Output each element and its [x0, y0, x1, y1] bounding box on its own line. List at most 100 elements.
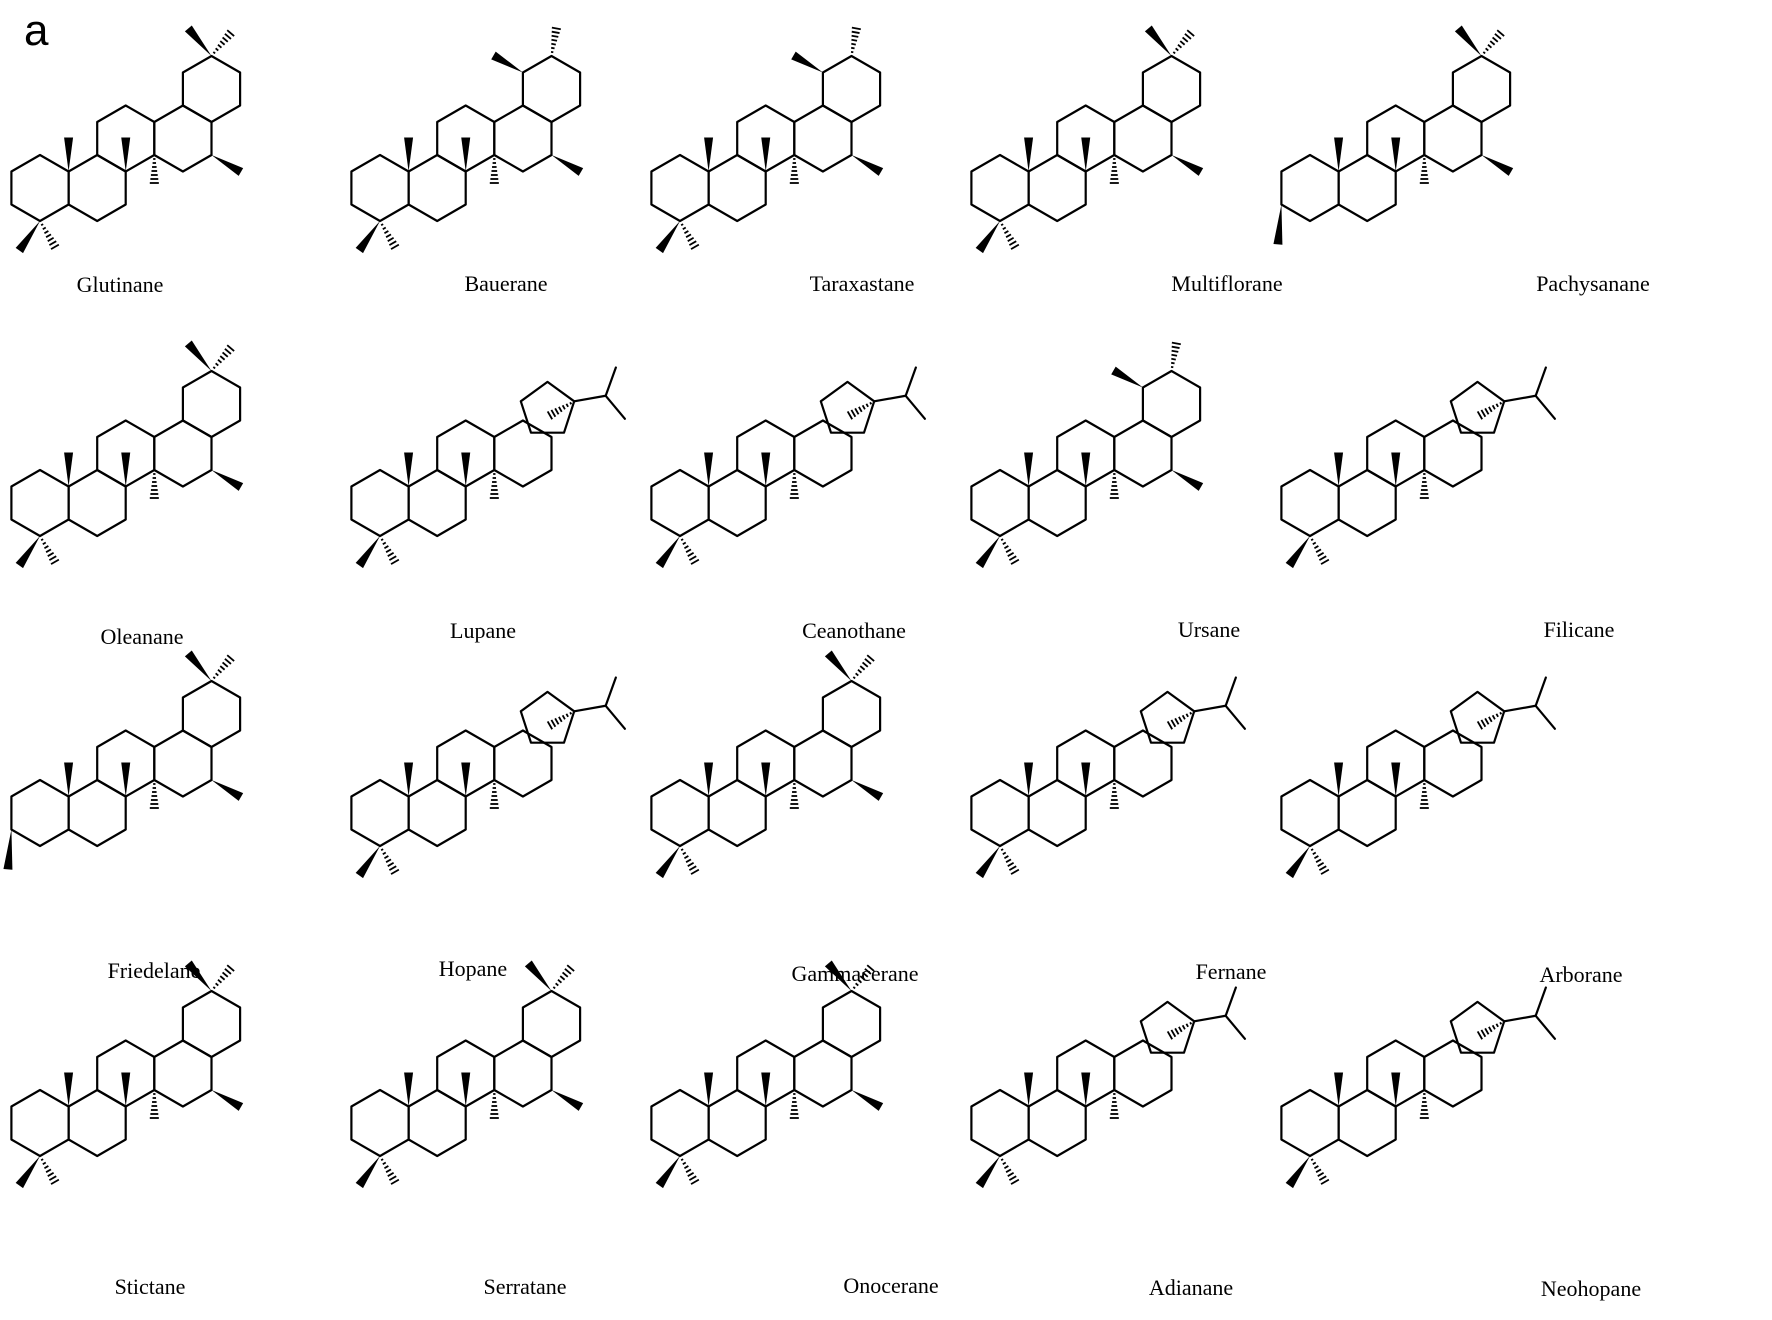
structure-drawing — [650, 26, 884, 254]
hashed-bond — [1109, 1093, 1119, 1119]
hashed-bond — [212, 344, 235, 370]
bond — [1534, 1014, 1557, 1040]
wedge-bond — [1334, 762, 1344, 797]
ring — [1337, 1088, 1397, 1158]
structure-label: Friedelane — [107, 958, 201, 983]
wedge-bond — [1081, 762, 1091, 797]
bond — [873, 394, 907, 403]
ring — [793, 104, 853, 173]
wedge-bond — [1171, 155, 1204, 176]
structure-drawing — [650, 650, 884, 879]
hashed-bond — [212, 29, 235, 55]
ring — [493, 104, 553, 173]
wedge-bond — [761, 1072, 771, 1107]
wedge-bond — [524, 960, 552, 991]
wedge-bond — [355, 1156, 380, 1189]
ring — [1280, 153, 1340, 223]
hashed-bond — [1476, 711, 1503, 730]
ring — [970, 153, 1030, 223]
wedge-bond — [1081, 452, 1091, 487]
ring — [1027, 1088, 1087, 1158]
hashed-bond — [1172, 29, 1195, 55]
ring — [407, 153, 467, 223]
bond — [1224, 704, 1247, 730]
hashed-bond — [1419, 783, 1429, 809]
wedge-bond — [1024, 1072, 1034, 1107]
structure-drawing — [970, 341, 1204, 569]
hashed-bond — [1419, 473, 1429, 499]
hashed-bond — [1170, 341, 1181, 369]
ring — [181, 989, 242, 1059]
wedge-bond — [64, 1072, 74, 1107]
wedge-bond — [15, 1156, 40, 1189]
hashed-bond — [852, 654, 875, 680]
wedge-bond — [1285, 536, 1310, 569]
hashed-bond — [546, 711, 573, 730]
bond — [1503, 394, 1537, 403]
hashed-bond — [40, 538, 60, 565]
structure-drawing — [350, 26, 584, 254]
ring — [1337, 468, 1397, 538]
ring — [1113, 104, 1173, 173]
ring — [67, 153, 127, 223]
hashed-bond — [552, 964, 575, 990]
structure-drawing — [970, 986, 1247, 1189]
structure-drawing — [1280, 986, 1557, 1189]
hashed-bond — [489, 1093, 499, 1119]
wedge-bond — [704, 1072, 714, 1107]
ring — [650, 778, 710, 848]
ring — [707, 153, 767, 223]
ring — [153, 419, 213, 488]
hashed-bond — [850, 26, 861, 54]
ring — [1423, 729, 1483, 798]
hashed-bond — [1166, 711, 1193, 730]
wedge-bond — [1024, 762, 1034, 797]
wedge-bond — [3, 829, 13, 870]
wedge-bond — [1144, 25, 1172, 56]
ring — [67, 468, 127, 538]
hashed-bond — [550, 26, 561, 54]
structure-label: Serratane — [483, 1274, 567, 1299]
wedge-bond — [551, 1090, 584, 1111]
structure-drawing — [970, 25, 1204, 254]
hashed-bond — [149, 1093, 159, 1119]
ring — [10, 1088, 70, 1158]
wedge-bond — [121, 1072, 131, 1107]
wedge-bond — [211, 1090, 244, 1111]
ring — [1337, 778, 1397, 848]
ring — [1449, 690, 1506, 744]
hashed-bond — [40, 1158, 60, 1185]
bond — [1534, 676, 1547, 707]
bond — [1534, 986, 1547, 1017]
bond — [904, 394, 927, 420]
ring — [350, 153, 410, 223]
hashed-bond — [149, 473, 159, 499]
hashed-bond — [1109, 158, 1119, 184]
ring — [793, 1039, 853, 1108]
bond — [1503, 704, 1537, 713]
bond — [573, 704, 607, 713]
hashed-bond — [1476, 401, 1503, 420]
wedge-bond — [824, 960, 852, 991]
wedge-bond — [1273, 204, 1283, 245]
wedge-bond — [1334, 452, 1344, 487]
structure-label: Gammacerane — [791, 961, 919, 986]
wedge-bond — [824, 650, 852, 681]
wedge-bond — [404, 762, 414, 797]
ring — [1139, 1000, 1196, 1054]
hashed-bond — [680, 1158, 700, 1185]
structure-label: Ceanothane — [802, 618, 906, 643]
ring — [67, 1088, 127, 1158]
ring — [521, 54, 582, 124]
panel-label: a — [24, 6, 49, 55]
ring — [1113, 1039, 1173, 1108]
structure-label: Onocerane — [843, 1273, 939, 1298]
wedge-bond — [404, 1072, 414, 1107]
ring — [350, 1088, 410, 1158]
ring — [10, 153, 70, 223]
wedge-bond — [975, 221, 1000, 254]
bond — [1534, 394, 1557, 420]
wedge-bond — [1285, 846, 1310, 879]
hashed-bond — [380, 223, 400, 250]
